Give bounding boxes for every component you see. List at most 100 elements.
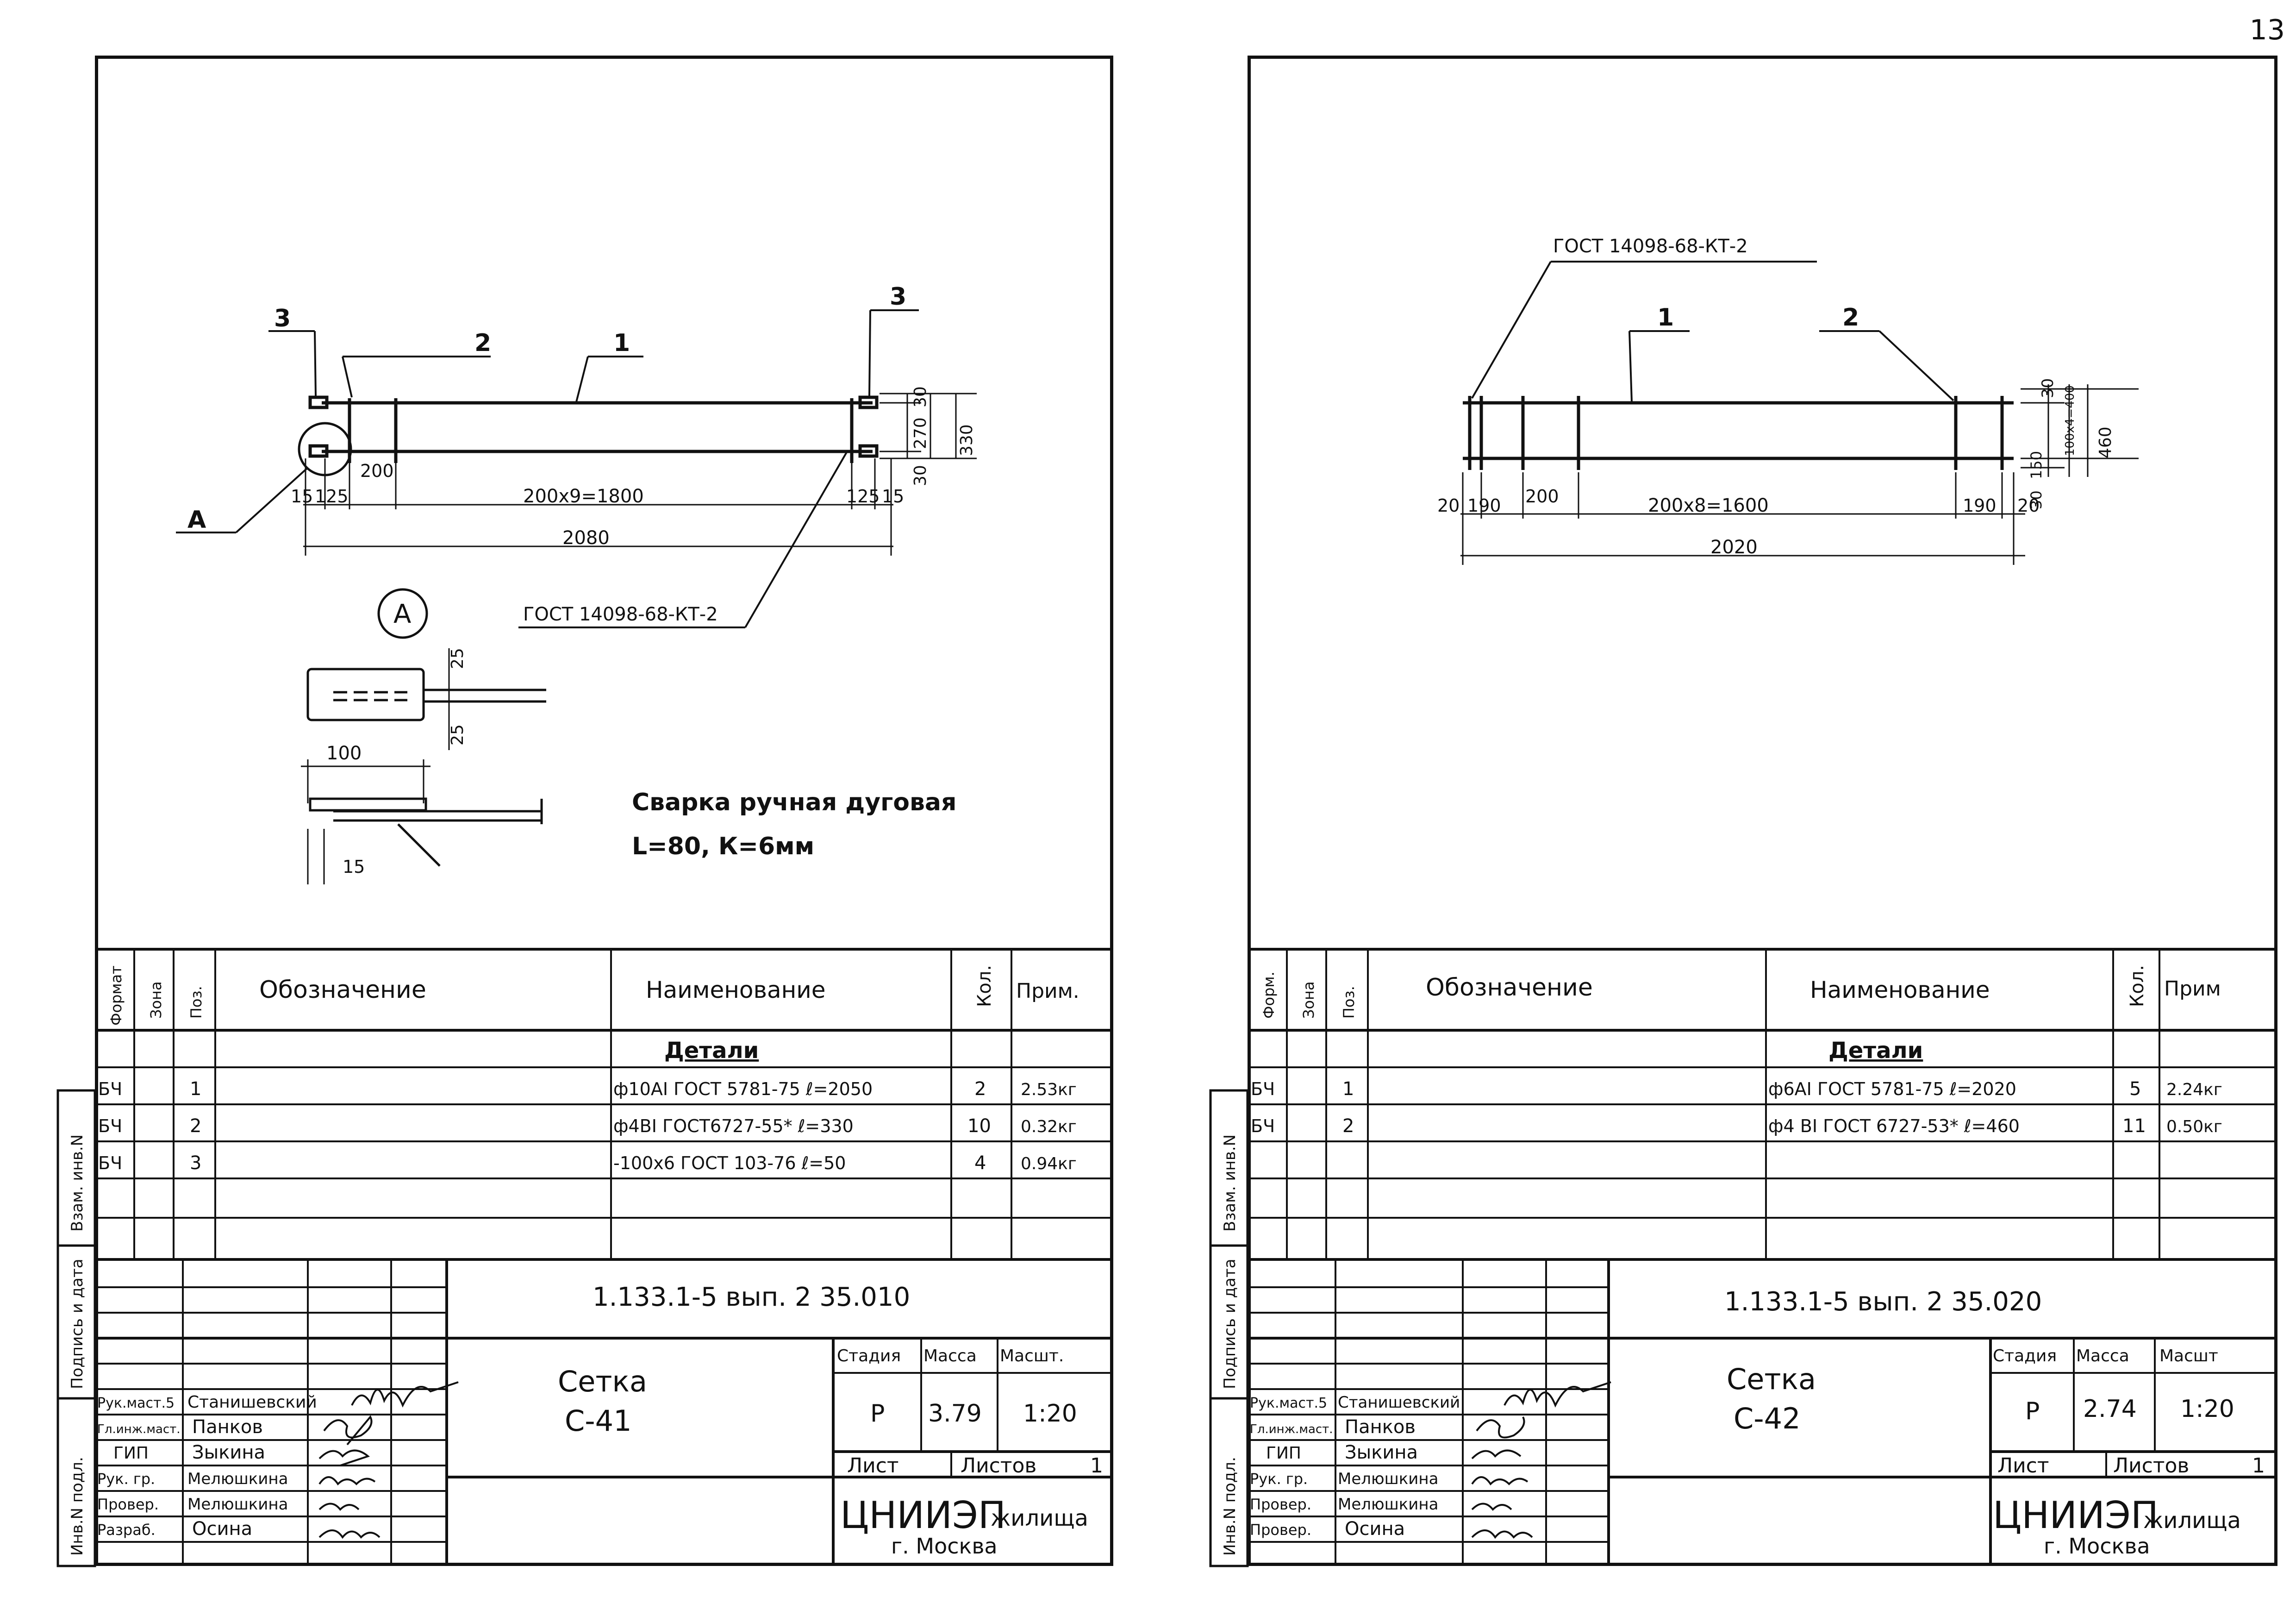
page-number: 13 [2249,14,2285,46]
svg-text:Осина: Осина [192,1518,252,1540]
doc-code: 1.133.1-5 вып. 2 35.010 [593,1282,910,1312]
dim-spacing: 200x9=1800 [523,486,644,507]
stage-label: Стадия [1993,1346,2057,1365]
weld-note-1: Сварка ручная дуговая [632,789,956,816]
svg-text:2: 2 [1342,1115,1354,1137]
svg-text:Панков: Панков [192,1416,263,1438]
signature-row: Провер. Мелюшкина [1250,1495,1438,1514]
dim-25: 25 [448,648,467,669]
scale-value: 1:20 [1023,1400,1077,1428]
svg-text:Провер.: Провер. [1250,1496,1311,1513]
svg-text:Мелюшкина: Мелюшкина [1338,1470,1438,1488]
gost-callout: ГОСТ 14098-68-КТ-2 [523,604,718,625]
dim-100x4: 100х4=400 [2063,385,2077,456]
sheet-right-graphics: Взам. инв.N Подпись и дата Инв.N подл. Г… [1209,236,2277,1567]
svg-text:0.94кг: 0.94кг [1021,1154,1077,1173]
dim-150: 150 [2028,451,2045,479]
dim-330: 330 [957,424,976,456]
mass-value: 3.79 [928,1400,982,1428]
svg-text:-100х6 ГОСТ 103-76 ℓ=50: -100х6 ГОСТ 103-76 ℓ=50 [613,1153,846,1173]
label-pos-3: 3 [274,305,291,332]
col-note: Прим [2164,977,2221,1001]
stamp-replace-inv: Взам. инв.N [68,1134,87,1232]
dim-200: 200 [360,461,394,481]
org-name: ЦНИИЭП [1993,1494,2159,1537]
svg-text:Панков: Панков [1345,1416,1416,1438]
section-title: Детали [1828,1038,1923,1064]
spec-row: БЧ 2 ф4 ВI ГОСТ 6727-53* ℓ=460 11 0.50кг [1251,1115,2222,1137]
svg-text:Рук. гр.: Рук. гр. [1250,1470,1308,1488]
sheets-count: 1 [1090,1454,1103,1478]
label-pos-2: 2 [474,329,491,357]
svg-text:Зыкина: Зыкина [1345,1442,1418,1463]
svg-text:БЧ: БЧ [1251,1079,1275,1099]
dim-25: 25 [448,724,467,745]
spec-row: БЧ 2 ф4ВI ГОСТ6727-55* ℓ=330 10 0.32кг [98,1115,1077,1137]
signature-row: Разраб. Осина [97,1518,252,1540]
anchor-plate [308,395,329,409]
scale-value: 1:20 [2180,1395,2234,1423]
svg-text:Рук.маст.5: Рук.маст.5 [1250,1395,1327,1411]
svg-text:5: 5 [2129,1078,2141,1100]
stamp-sign-date: Подпись и дата [68,1259,87,1389]
dim-20: 20 [1437,495,1460,516]
sheet-left: Взам. инв.N Подпись и дата Инв.N подл. 3 [56,56,1113,1567]
spec-table [1248,948,2277,1340]
dim-total: 2020 [1710,537,1758,558]
scale-label: Масшт. [1000,1346,1064,1365]
dim-460: 460 [2096,426,2115,458]
dim-190: 190 [1963,495,1997,516]
col-name: Наименование [1810,977,1990,1003]
svg-text:2.24кг: 2.24кг [2166,1080,2222,1099]
org-name-suffix: жилища [991,1505,1088,1531]
signatures [318,1381,459,1539]
signature-row: Рук.маст.5 Станишевский [97,1393,317,1412]
signature-row: ГИП Зыкина [1266,1442,1418,1463]
svg-text:0.32кг: 0.32кг [1021,1117,1077,1136]
dim-total: 2080 [562,527,610,549]
svg-text:Станишевский: Станишевский [1338,1393,1460,1412]
detail-a-label: А [393,599,411,629]
svg-text:БЧ: БЧ [98,1079,122,1099]
spec-row: БЧ 3 -100х6 ГОСТ 103-76 ℓ=50 4 0.94кг [98,1152,1077,1174]
label-pos-1: 1 [613,329,630,357]
stamp-replace-inv: Взам. инв.N [1221,1134,1239,1232]
sheets-label: Листов [961,1454,1036,1478]
sheet-right: Взам. инв.N Подпись и дата Инв.N подл. Г… [1148,0,2296,1597]
anchor-plate [858,444,879,458]
svg-text:Мелюшкина: Мелюшкина [187,1470,288,1488]
signatures [1471,1381,1611,1539]
col-zone: Зона [1300,981,1317,1019]
svg-text:1: 1 [1342,1078,1354,1100]
stage-value: Р [870,1400,885,1428]
doc-mark: С-42 [1734,1402,1801,1435]
col-pos: Поз. [187,986,205,1019]
spec-table [95,948,1113,1340]
mesh-drawing [298,395,879,476]
col-designation: Обозначение [1426,974,1593,1002]
svg-text:Рук.маст.5: Рук.маст.5 [97,1395,175,1411]
anchor-plate [308,444,329,458]
dim-20: 20 [2017,495,2040,516]
anchor-plate [858,395,879,409]
sheets-label: Листов [2113,1454,2189,1478]
signature-row: Гл.инж.маст. Панков [1250,1416,1416,1438]
svg-text:2.53кг: 2.53кг [1021,1080,1077,1099]
signature-row: Провер. Осина [1250,1518,1405,1540]
svg-text:ф4ВI ГОСТ6727-55* ℓ=330: ф4ВI ГОСТ6727-55* ℓ=330 [613,1116,854,1136]
sheets-count: 1 [2252,1454,2265,1478]
dim-30: 30 [911,386,930,407]
org-city: г. Москва [891,1534,998,1559]
detail-a-drawing [306,668,546,867]
dim-125: 125 [315,486,349,507]
svg-text:Зыкина: Зыкина [192,1442,265,1463]
svg-text:ф4 ВI ГОСТ 6727-53* ℓ=460: ф4 ВI ГОСТ 6727-53* ℓ=460 [1768,1116,2020,1136]
svg-text:2: 2 [974,1078,986,1100]
scale-label: Масшт [2159,1346,2218,1365]
svg-text:10: 10 [967,1115,991,1137]
svg-text:1: 1 [190,1078,201,1100]
mass-value: 2.74 [2083,1395,2137,1423]
col-zone: Зона [147,981,165,1019]
org-name: ЦНИИЭП [840,1494,1006,1537]
svg-text:2: 2 [190,1115,201,1137]
